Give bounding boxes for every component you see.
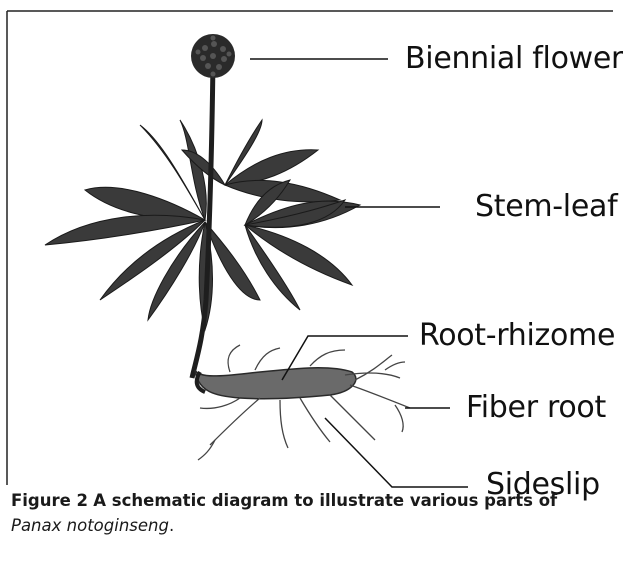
caption-text: A schematic diagram to illustrate variou… xyxy=(93,491,557,510)
flower-head xyxy=(191,34,235,78)
label-stem-leaf: Stem-leaf xyxy=(475,192,617,222)
label-biennial-flower: Biennial flower xyxy=(405,44,623,74)
leaf-cluster xyxy=(45,120,360,330)
label-fiber-root: Fiber root xyxy=(466,393,606,423)
figure-caption: Figure 2 A schematic diagram to illustra… xyxy=(11,488,613,538)
callout-lines xyxy=(250,59,468,487)
caption-species: Panax notoginseng xyxy=(11,516,169,535)
caption-label: Figure 2 xyxy=(11,491,88,510)
root-system xyxy=(195,345,410,460)
label-root-rhizome: Root-rhizome xyxy=(419,321,615,351)
sideslip-line xyxy=(325,418,468,487)
caption-end: . xyxy=(169,516,174,535)
